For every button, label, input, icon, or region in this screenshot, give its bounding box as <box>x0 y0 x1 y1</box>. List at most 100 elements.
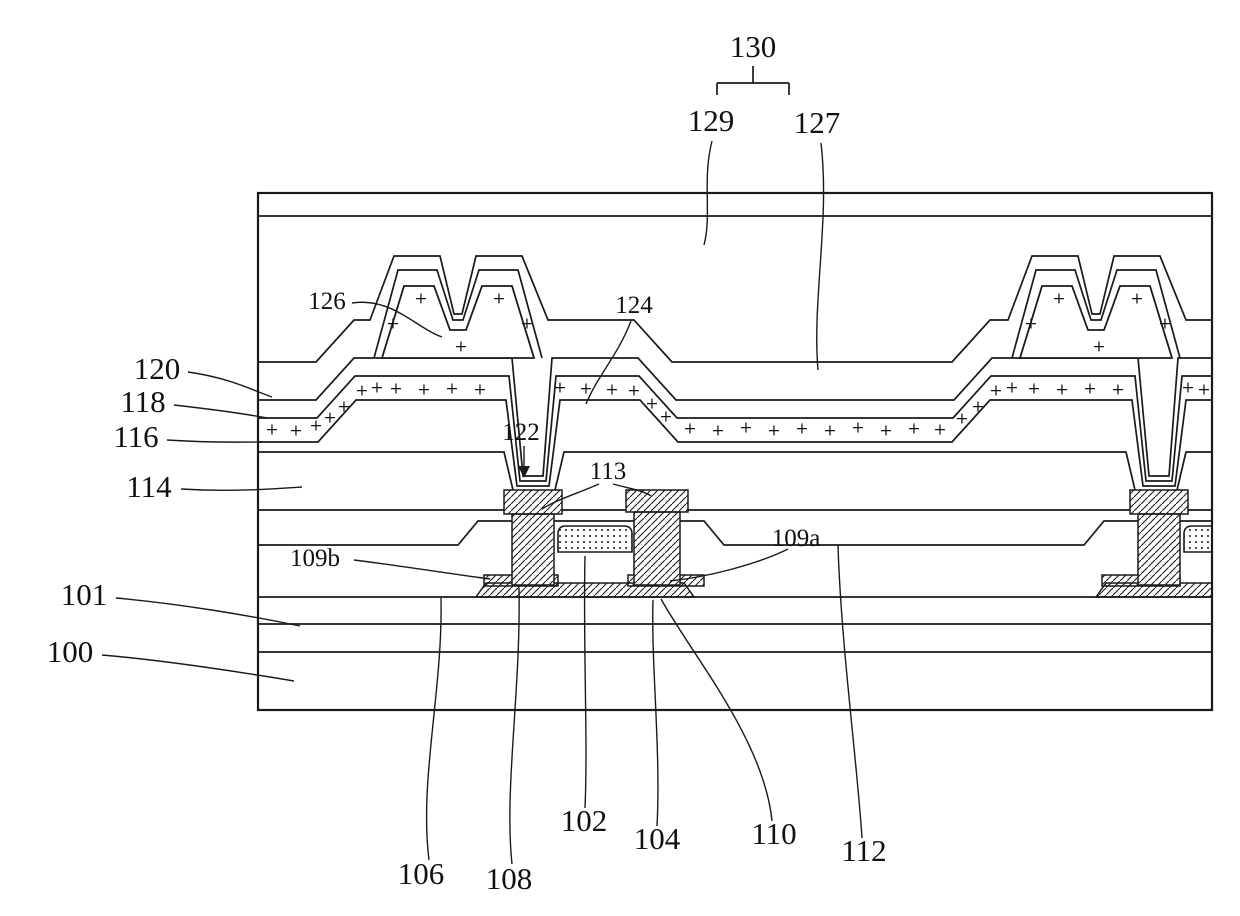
ref-label-100: 100 <box>47 634 94 669</box>
svg-text:+: + <box>1005 378 1018 397</box>
leader-line-106 <box>425 597 442 861</box>
svg-text:+: + <box>823 421 836 440</box>
ref-label-112: 112 <box>841 833 886 868</box>
active-layer-right <box>1183 525 1213 553</box>
svg-text:+: + <box>417 380 430 399</box>
pillar-left-source <box>503 489 563 586</box>
svg-text:+: + <box>1181 378 1194 397</box>
svg-text:+: + <box>739 418 752 437</box>
svg-text:+: + <box>473 380 486 399</box>
svg-text:+: + <box>767 421 780 440</box>
leader-line-109b <box>353 559 491 580</box>
active-layer-left-102 <box>557 525 633 553</box>
svg-text:+: + <box>1024 314 1037 333</box>
arrow-122 <box>518 446 530 478</box>
svg-text:+: + <box>1158 314 1171 333</box>
pillar-right-source <box>1129 489 1189 586</box>
planarization-top-line-114 <box>258 451 1212 491</box>
leader-line-112 <box>837 544 863 839</box>
svg-text:+: + <box>971 397 984 416</box>
svg-text:+: + <box>553 378 566 397</box>
svg-text:+: + <box>659 407 672 426</box>
bank-right-outline <box>1018 285 1174 359</box>
svg-text:+: + <box>337 397 350 416</box>
leader-line-110 <box>660 598 773 822</box>
svg-text:+: + <box>645 394 658 413</box>
ref-label-106: 106 <box>398 856 445 891</box>
svg-text:+: + <box>989 381 1002 400</box>
svg-text:+: + <box>386 314 399 333</box>
leader-line-118 <box>173 404 268 419</box>
leader-line-113b <box>612 483 652 497</box>
bank-left-outline <box>380 285 536 359</box>
svg-text:+: + <box>795 419 808 438</box>
ref-label-130: 130 <box>730 29 777 64</box>
svg-text:+: + <box>907 419 920 438</box>
leader-line-101 <box>115 597 301 627</box>
leader-line-114 <box>180 486 303 491</box>
ref-label-104: 104 <box>634 821 681 856</box>
ref-label-120: 120 <box>134 351 181 386</box>
svg-text:+: + <box>355 381 368 400</box>
svg-text:+: + <box>605 380 618 399</box>
leader-line-127 <box>816 142 825 371</box>
leader-line-100 <box>101 654 295 682</box>
svg-text:+: + <box>265 420 278 439</box>
tft-passivation-mound-line <box>258 520 1212 546</box>
svg-text:+: + <box>879 421 892 440</box>
svg-text:+: + <box>711 421 724 440</box>
svg-text:+: + <box>955 409 968 428</box>
ref-label-116: 116 <box>113 419 158 454</box>
svg-text:+: + <box>851 418 864 437</box>
leader-line-113a <box>541 483 600 510</box>
ref-label-127: 127 <box>794 105 841 140</box>
ref-label-124: 124 <box>615 292 653 319</box>
svg-text:+: + <box>1130 289 1143 308</box>
leader-line-129 <box>703 140 713 246</box>
ref-label-118: 118 <box>120 384 165 419</box>
stack-line-116 <box>258 399 1212 487</box>
svg-text:+: + <box>1111 380 1124 399</box>
svg-text:+: + <box>1052 289 1065 308</box>
svg-text:+: + <box>520 314 533 333</box>
leader-line-120 <box>187 371 273 398</box>
ref-label-108: 108 <box>486 861 533 896</box>
cathode-line-127 <box>258 255 1212 363</box>
ref-label-113: 113 <box>590 458 627 485</box>
ref-label-110: 110 <box>751 816 796 851</box>
leader-line-104 <box>652 599 659 827</box>
stack-line-118 <box>258 375 1212 482</box>
ref-label-122: 122 <box>502 419 540 446</box>
pillar-left-drain <box>625 489 689 586</box>
svg-text:+: + <box>454 337 467 356</box>
leader-line-108 <box>509 587 520 865</box>
svg-text:+: + <box>579 379 592 398</box>
svg-text:+: + <box>414 289 427 308</box>
svg-text:+: + <box>1027 379 1040 398</box>
leader-line-124 <box>585 320 632 405</box>
svg-text:+: + <box>1197 380 1210 399</box>
svg-text:+: + <box>289 421 302 440</box>
svg-text:+: + <box>309 416 322 435</box>
leader-line-102 <box>583 555 587 809</box>
svg-text:+: + <box>627 381 640 400</box>
svg-text:+: + <box>492 289 505 308</box>
ref-label-126: 126 <box>308 288 346 315</box>
svg-text:+: + <box>1055 380 1068 399</box>
svg-text:+: + <box>683 419 696 438</box>
ref-label-109a: 109a <box>772 525 821 552</box>
svg-text:+: + <box>389 379 402 398</box>
ref-label-101: 101 <box>61 577 108 612</box>
leader-line-126 <box>351 301 443 338</box>
bank-right-conformal-line <box>1011 269 1181 359</box>
plus-marks-group: ++++++++++++++++++++++++++++++++++++++++… <box>265 289 1210 440</box>
ref-label-129: 129 <box>688 103 735 138</box>
ref-label-102: 102 <box>561 803 608 838</box>
bracket-130 <box>716 66 790 95</box>
svg-text:+: + <box>445 379 458 398</box>
ref-label-114: 114 <box>126 469 172 504</box>
leader-line-109a <box>669 548 789 582</box>
svg-text:+: + <box>370 378 383 397</box>
